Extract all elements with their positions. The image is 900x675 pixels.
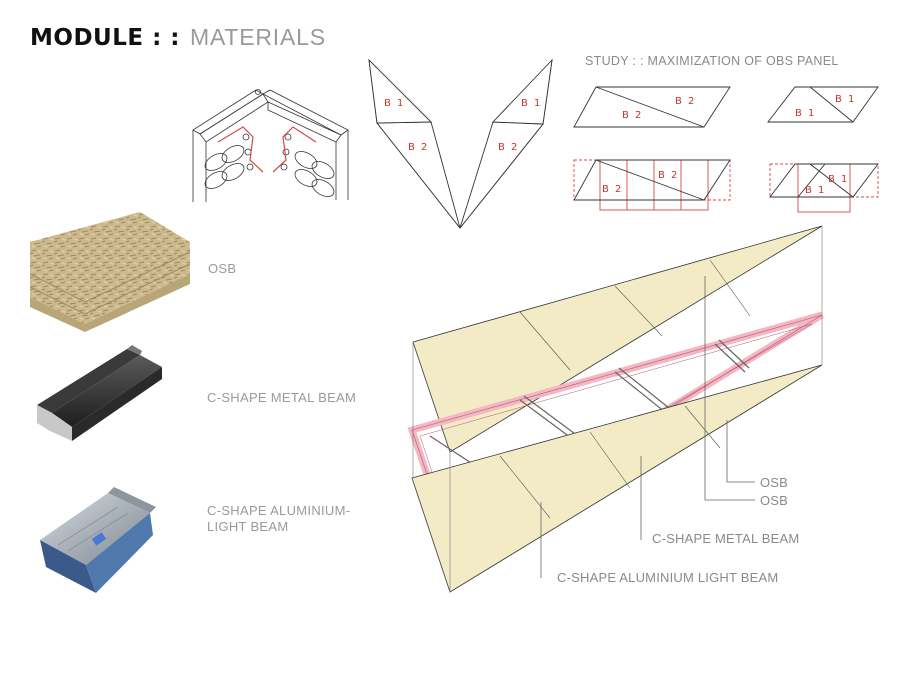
osb-panel-top: [412, 225, 823, 453]
study-label-b1-lower-bottom: B 1: [805, 185, 826, 196]
panel-label-b1-left: B 1: [384, 98, 405, 109]
material-label-aluminium-beam: C-SHAPE ALUMINIUM- LIGHT BEAM: [207, 503, 351, 534]
callout-aluminium-beam: C-SHAPE ALUMINIUM LIGHT BEAM: [557, 570, 779, 585]
study-label-b2-top: B 2: [675, 96, 696, 107]
joint-detail-drawing: [192, 89, 349, 202]
panel-label-b2-right: B 2: [498, 142, 519, 153]
exploded-module-drawing: [407, 225, 824, 593]
material-label-osb: OSB: [208, 261, 237, 276]
callout-osb-1: OSB: [760, 475, 789, 490]
study-title: STUDY : : MAXIMIZATION OF OBS PANEL: [585, 54, 839, 68]
callout-metal-beam: C-SHAPE METAL BEAM: [652, 531, 800, 546]
study-diagrams: B 2 B 2 B 1 B 1 B 2 B 2 B 1 B 1: [573, 86, 879, 213]
title-materials: MATERIALS: [190, 24, 326, 50]
page-title: MODULE : : MATERIALS: [30, 24, 326, 51]
study-label-b2-bottom: B 2: [622, 110, 643, 121]
title-module: MODULE : :: [30, 25, 180, 51]
study-label-b1-bottom: B 1: [795, 108, 816, 119]
folded-panel-diagram: B 1 B 1 B 2 B 2: [368, 58, 553, 229]
callout-osb-2: OSB: [760, 493, 789, 508]
study-label-b2-lower-left: B 2: [602, 184, 623, 195]
metal-beam-photo: [37, 345, 162, 441]
material-label-metal-beam: C-SHAPE METAL BEAM: [207, 390, 357, 405]
osb-photo: [30, 212, 190, 332]
study-label-b1-lower-top: B 1: [828, 174, 849, 185]
study-label-b1-top: B 1: [835, 94, 856, 105]
panel-label-b2-left: B 2: [408, 142, 429, 153]
study-label-b2-lower-right: B 2: [658, 170, 679, 181]
callout-leaders: [540, 276, 755, 578]
panel-label-b1-right: B 1: [521, 98, 542, 109]
aluminium-beam-photo: [40, 487, 156, 593]
